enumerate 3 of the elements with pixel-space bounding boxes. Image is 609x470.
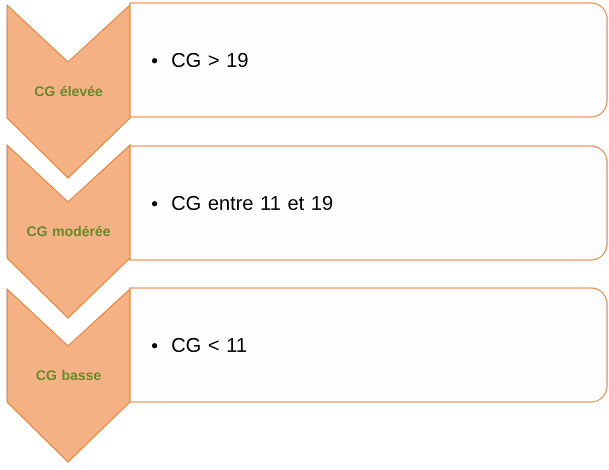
bullet-box: CG < 11 bbox=[130, 288, 608, 402]
bullet-box: CG > 19 bbox=[130, 2, 608, 118]
bullet-box: CG entre 11 et 19 bbox=[130, 146, 608, 260]
